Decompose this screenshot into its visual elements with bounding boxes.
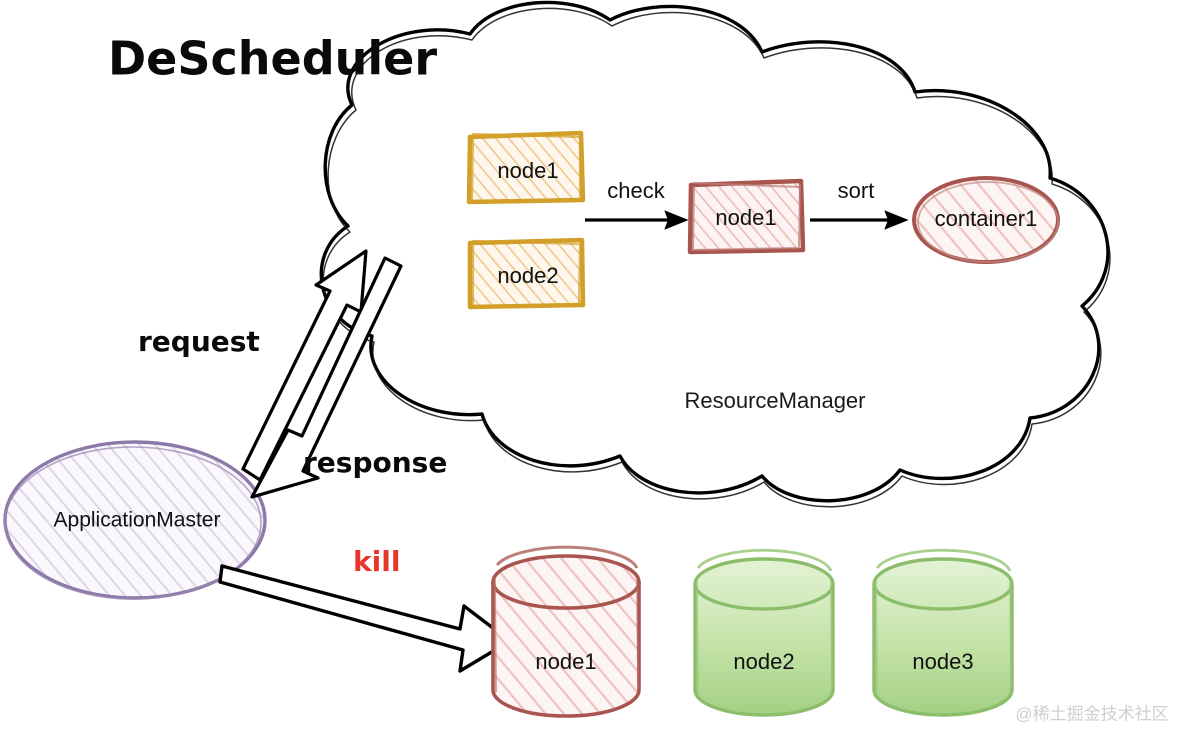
sort-arrow-head (884, 210, 909, 230)
checked-node-label: node1 (715, 205, 776, 230)
request-arrow (241, 249, 368, 482)
cluster-node-cylinder-3: node3 (872, 548, 1014, 717)
sort-edge: sort (810, 178, 909, 230)
checked-node-border-sketch (691, 182, 801, 251)
input-node-box-2: node2 (467, 237, 586, 310)
cluster-node-1-label: node1 (535, 649, 596, 674)
request-label: request (138, 325, 260, 358)
cloud-label: ResourceManager (685, 388, 866, 413)
cluster-node-cylinder-1: node1 (491, 545, 641, 718)
application-master-ellipse: ApplicationMaster (3, 440, 267, 600)
input-node-2-border-sketch (470, 239, 582, 308)
kill-arrow-shape (218, 564, 512, 673)
cluster-node-cylinder-2: node2 (693, 548, 835, 717)
response-arrow (250, 256, 403, 499)
container-border-sketch (917, 181, 1059, 263)
input-node-2-border (467, 237, 586, 310)
check-edge: check (585, 178, 689, 230)
checked-node-border (687, 178, 806, 255)
check-edge-label: check (607, 178, 665, 203)
container-label: container1 (935, 206, 1038, 231)
page-title: DeScheduler (108, 32, 437, 86)
kill-label: kill (353, 545, 400, 578)
container-fill (914, 178, 1058, 262)
input-node-1-fill (471, 136, 581, 200)
input-node-2-fill (471, 243, 581, 305)
cluster-node-1-top-sketch (495, 545, 639, 569)
application-master-border-sketch (4, 446, 262, 600)
input-node-box-1: node1 (466, 130, 586, 205)
input-node-1-border-sketch (469, 132, 582, 203)
input-node-2-label: node2 (497, 263, 558, 288)
cluster-node-2-label: node2 (733, 649, 794, 674)
check-arrow-head (664, 210, 689, 230)
application-master-fill (5, 442, 265, 598)
watermark: @稀土掘金技术社区 (1015, 704, 1168, 723)
cluster-node-2-top (693, 557, 835, 611)
cluster-node-1-outline (491, 582, 641, 718)
cluster-node-2-outline (693, 584, 835, 717)
response-arrow-shape (250, 256, 403, 499)
cluster-node-2-top-sketch (696, 548, 833, 572)
input-node-1-label: node1 (497, 158, 558, 183)
cluster-node-1-body (493, 582, 639, 716)
cluster-node-2-side-sketch (696, 579, 833, 693)
cluster-node-1-top (491, 554, 641, 610)
input-node-1-border (466, 130, 586, 205)
cluster-node-3-top-sketch (875, 548, 1012, 572)
response-label: response (303, 446, 447, 479)
checked-node-box: node1 (687, 178, 806, 255)
cluster-node-3-top (872, 557, 1014, 611)
request-arrow-shape (241, 249, 368, 482)
kill-arrow (218, 564, 512, 673)
sort-edge-label: sort (838, 178, 875, 203)
cluster-node-1-side-sketch (494, 577, 639, 693)
cloud-outline-sketch (322, 7, 1111, 508)
cluster-node-3-outline (872, 584, 1014, 717)
container-ellipse: container1 (912, 176, 1060, 264)
cluster-node-3-side-sketch (875, 579, 1012, 693)
cluster-node-2-body (695, 584, 833, 715)
cluster-node-3-body (874, 584, 1012, 715)
cluster-node-3-label: node3 (912, 649, 973, 674)
application-master-label: ApplicationMaster (54, 509, 221, 532)
checked-node-fill (692, 184, 800, 249)
